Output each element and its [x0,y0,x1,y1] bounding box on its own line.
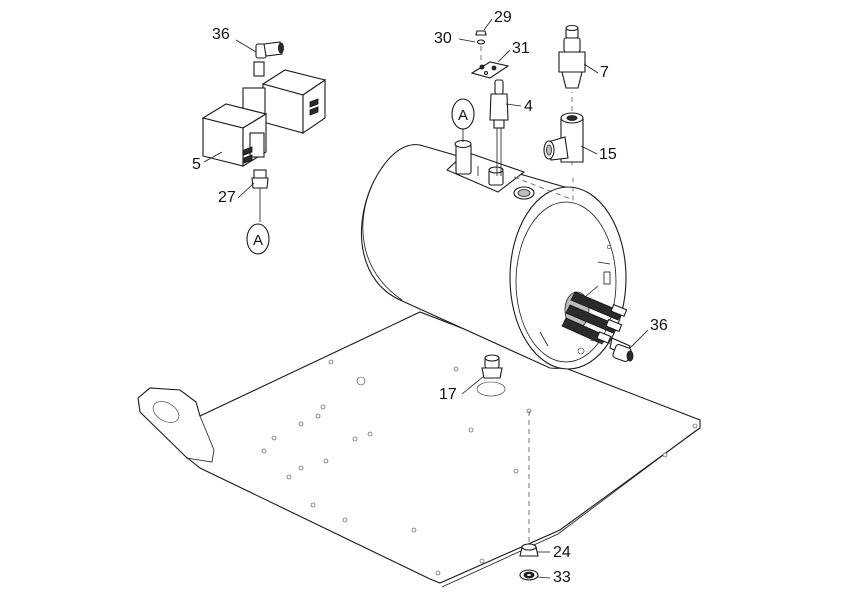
callout-31: 31 [512,40,530,57]
callout-29: 29 [494,9,512,26]
part-31-bracket [470,46,510,79]
part-4-probe [489,79,509,176]
heating-element [561,285,628,345]
callout-15: 15 [599,146,617,163]
callout-33: 33 [553,569,571,586]
callout-24: 24 [553,544,571,561]
callout-7: 7 [600,64,609,81]
callout-4: 4 [524,98,533,115]
part-5-solenoid-valves [201,41,327,167]
part-36-right-elbow [589,337,634,363]
drain-hole [476,381,506,397]
part-17-plug [481,354,503,379]
part-15-tee [543,112,584,163]
leader-lines [203,18,649,579]
callout-36-top: 36 [212,26,230,43]
part-30-washer [476,39,486,45]
part-24-nut [519,543,539,557]
boiler-tank [361,92,628,370]
callout-17: 17 [439,386,457,403]
plate-holes [261,359,698,576]
reference-mark-left: A [246,223,270,255]
callout-30: 30 [434,30,452,47]
callout-36-right: 36 [650,317,668,334]
callout-5: 5 [192,156,201,173]
part-27-fitting [251,169,269,222]
callout-27: 27 [218,189,236,206]
base-plate [137,311,701,588]
part-33-washer [519,569,539,581]
part-7-valve [558,24,586,89]
reference-mark-left-text: A [253,232,263,249]
reference-mark-top: A [451,98,475,130]
mounting-slot [152,401,180,423]
reference-mark-top-text: A [458,107,468,124]
part-29-nut [475,30,487,36]
